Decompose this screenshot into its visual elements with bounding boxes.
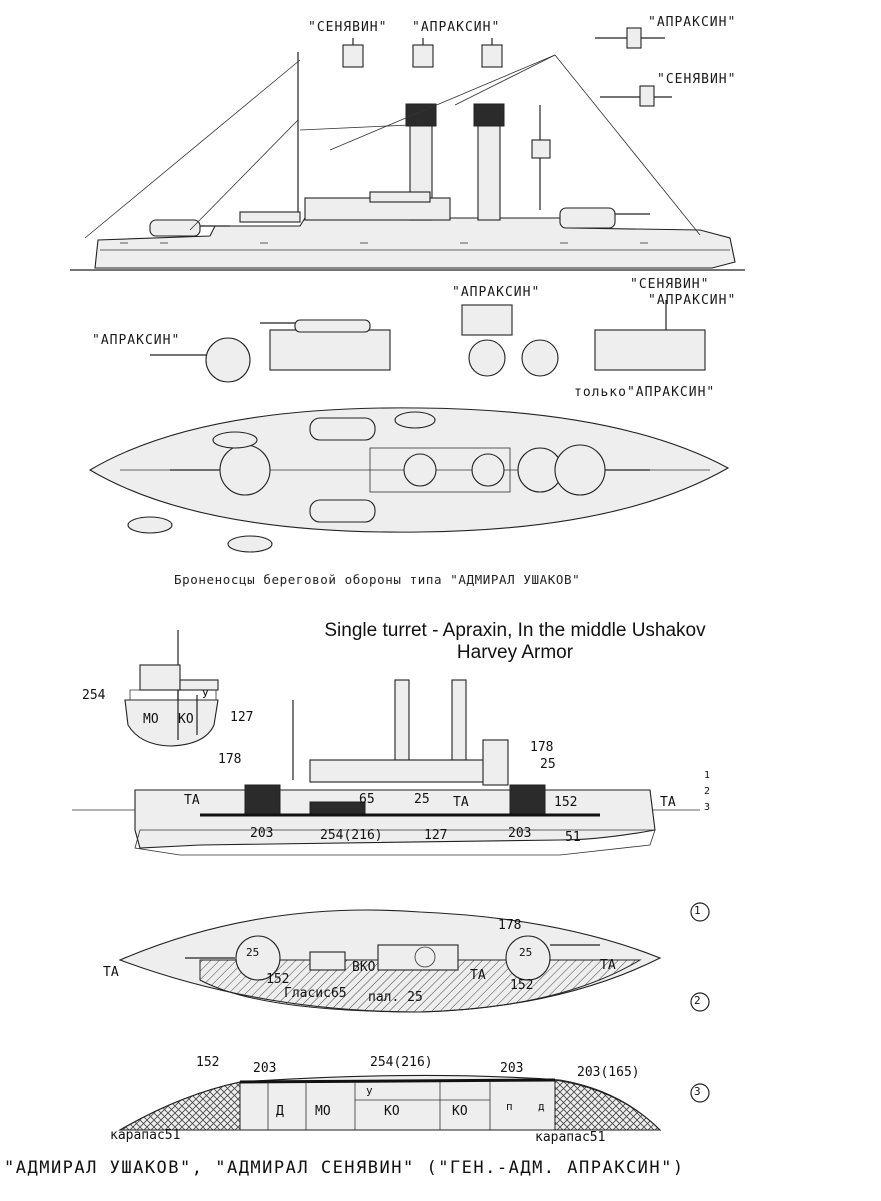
deck-label-ta-left: ТА xyxy=(103,965,119,980)
english-note-line1: Single turret - Apraxin, In the middle U… xyxy=(324,620,706,641)
carapace-label-right: карапас51 xyxy=(535,1130,606,1145)
section-thickness-right: 127 xyxy=(230,710,254,725)
section-markers xyxy=(690,902,710,1103)
carapace-label-left: карапас51 xyxy=(110,1128,181,1143)
deck-level-3: 3 xyxy=(704,802,711,813)
deck-level-2: 2 xyxy=(704,786,711,797)
turret-variant-icons xyxy=(342,27,672,107)
carapace-label-ko-2: КО xyxy=(452,1104,468,1119)
section-marker-2: 2 xyxy=(694,994,701,1007)
bottom-title: "АДМИРАЛ УШАКОВ", "АДМИРАЛ СЕНЯВИН" ("ГЕ… xyxy=(4,1158,685,1178)
drawing-caption: Броненосцы береговой обороны типа "АДМИР… xyxy=(174,572,581,587)
profile-label-203-left: 203 xyxy=(250,826,274,841)
carapace-label-152: 152 xyxy=(196,1055,220,1070)
carapace-label-203-mid: 203 xyxy=(500,1061,524,1076)
deck-label-vko: ВКО xyxy=(352,960,376,975)
deck-label-ta-right: ТА xyxy=(600,958,616,973)
label-apraksin-top: "АПРАКСИН" xyxy=(412,20,501,35)
section-marker-3: 3 xyxy=(694,1085,701,1098)
deck-label-glacis: Гласис65 xyxy=(284,986,347,1001)
carapace-label-mo: МО xyxy=(315,1104,331,1119)
deck-label-25-right: 25 xyxy=(519,946,533,959)
side-profile-drawing xyxy=(70,52,745,271)
carapace-plan xyxy=(117,1074,662,1131)
carapace-label-u: у xyxy=(366,1084,373,1097)
carapace-label-d2: д xyxy=(538,1100,545,1113)
label-apraksin-left-mid: "АПРАКСИН" xyxy=(92,333,181,348)
deck-plan-top xyxy=(88,407,730,553)
profile-label-ta-right: ТА xyxy=(660,795,676,810)
section-compartment-mo: МО xyxy=(143,712,159,727)
label-senyavin-right-top: "СЕНЯВИН" xyxy=(657,72,737,87)
carapace-label-203-left: 203 xyxy=(253,1061,277,1076)
profile-label-ta-mid: ТА xyxy=(453,795,469,810)
cross-section-view xyxy=(124,630,219,747)
carapace-label-d: Д xyxy=(276,1104,284,1119)
profile-label-ta-left: ТА xyxy=(184,793,200,808)
profile-label-178-right: 178 xyxy=(530,740,554,755)
english-note-line2: Harvey Armor xyxy=(456,642,574,663)
profile-label-51: 51 xyxy=(565,830,581,845)
deck-label-pal: пал. 25 xyxy=(368,990,423,1005)
label-senyavin-right-mid: "СЕНЯВИН" xyxy=(630,277,710,292)
profile-label-203-right: 203 xyxy=(508,826,532,841)
section-thickness-left: 254 xyxy=(82,688,106,703)
carapace-label-ko-1: КО xyxy=(384,1104,400,1119)
section-marker-1: 1 xyxy=(694,904,701,917)
profile-label-152: 152 xyxy=(554,795,578,810)
profile-label-127: 127 xyxy=(424,828,448,843)
detail-views xyxy=(150,300,706,383)
deck-level-1: 1 xyxy=(704,770,711,781)
profile-label-25-right: 25 xyxy=(540,757,556,772)
deck-label-25-left: 25 xyxy=(246,946,260,959)
section-compartment-ko: КО xyxy=(178,712,194,727)
label-apraksin-right-top: "АПРАКСИН" xyxy=(648,15,737,30)
profile-label-65: 65 xyxy=(359,792,375,807)
label-apraksin-center-mid: "АПРАКСИН" xyxy=(452,285,541,300)
carapace-label-p: п xyxy=(506,1100,513,1113)
deck-label-152-right: 152 xyxy=(510,978,534,993)
deck-label-152-left: 152 xyxy=(266,972,290,987)
label-only-apraksin: только"АПРАКСИН" xyxy=(574,385,716,400)
armor-deck-plan xyxy=(118,909,662,1013)
label-senyavin-top: "СЕНЯВИН" xyxy=(308,20,388,35)
armor-profile-drawing xyxy=(72,679,700,856)
profile-label-178-left: 178 xyxy=(218,752,242,767)
deck-label-ta-mid: ТА xyxy=(470,968,486,983)
carapace-label-254: 254(216) xyxy=(370,1055,433,1070)
label-apraksin-right-mid: "АПРАКСИН" xyxy=(648,293,737,308)
profile-label-25: 25 xyxy=(414,792,430,807)
carapace-label-203-165: 203(165) xyxy=(577,1065,640,1080)
profile-label-254: 254(216) xyxy=(320,828,383,843)
section-side-mark: У xyxy=(202,688,209,701)
deck-label-178: 178 xyxy=(498,918,522,933)
